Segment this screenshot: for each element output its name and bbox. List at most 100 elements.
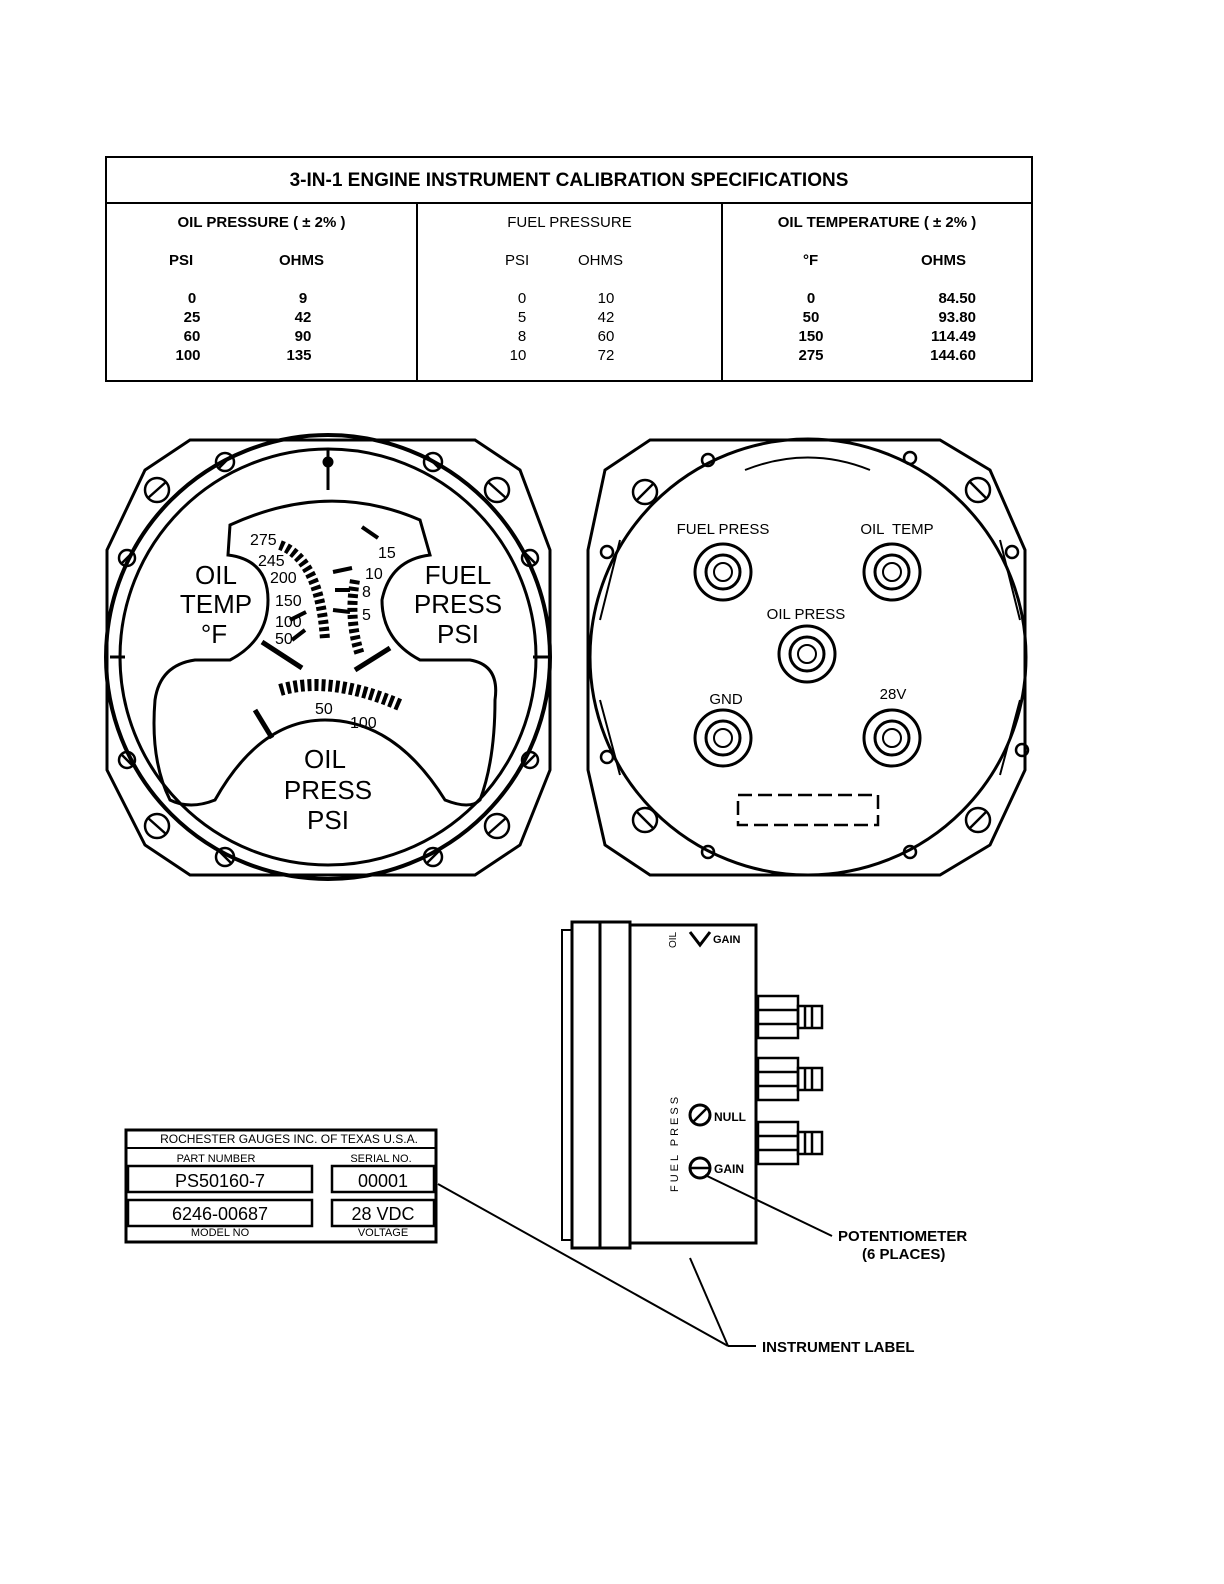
table-cell: 8: [517, 328, 527, 345]
table-cell: 9: [298, 290, 308, 307]
oil-press-scale: [278, 679, 403, 711]
gain-label: GAIN: [714, 1162, 744, 1176]
front-screw-icons: [117, 451, 540, 868]
oil-press-label-3: PSI: [307, 805, 349, 835]
fuel-pressure-psi-header: PSI: [505, 252, 530, 269]
table-cell: 60: [597, 328, 615, 345]
oil-temp-label-1: OIL: [195, 560, 237, 590]
gnd-terminal-label: GND: [709, 691, 743, 708]
terminal-icons: [693, 542, 922, 768]
table-cell: 100: [175, 347, 201, 364]
side-fuel-press-label: FUEL PRESS: [669, 1094, 681, 1192]
tick-marks: [289, 525, 380, 642]
label-leader-2: [437, 1183, 729, 1347]
oil-temperature-column: OIL TEMPERATURE ( ± 2% ) °F OHMS 0 84.50…: [723, 204, 1031, 382]
fuel-press-label-3: PSI: [437, 619, 479, 649]
rear-housing-outline: [586, 438, 1027, 877]
oil-press-label-2: PRESS: [284, 775, 372, 805]
label-plate: [124, 1128, 438, 1244]
table-cell: 10: [597, 290, 615, 307]
table-cell: 144.60: [930, 347, 976, 364]
oil-press-needle: [252, 708, 275, 740]
model-value: 6246-00687: [172, 1204, 268, 1224]
table-cell: 93.80: [938, 309, 976, 326]
table-cell: 275: [798, 347, 824, 364]
table-cell: 10: [509, 347, 527, 364]
oil-temperature-ohms-header: OHMS: [921, 252, 966, 269]
table-cell: 0: [187, 290, 197, 307]
front-outer-ring: [104, 433, 552, 881]
table-cell: 5: [517, 309, 527, 326]
fuel-press-label-2: PRESS: [414, 589, 502, 619]
model-caption: MODEL NO: [191, 1227, 250, 1239]
table-title: 3-IN-1 ENGINE INSTRUMENT CALIBRATION SPE…: [107, 158, 1031, 204]
tick-label: 5: [362, 607, 371, 624]
tick-label: 150: [275, 593, 302, 610]
front-gauge: [104, 433, 552, 881]
top-gain-potentiometer-icon: [688, 931, 712, 948]
oil-temp-terminal-label: OIL TEMP: [860, 521, 933, 538]
table-cell: 42: [597, 309, 615, 326]
table-cell: 84.50: [938, 290, 976, 307]
tick-label: 275: [250, 532, 277, 549]
fuel-pressure-heading: FUEL PRESSURE: [507, 214, 632, 231]
table-cell: 50: [802, 309, 820, 326]
oil-temp-label-2: TEMP: [180, 589, 252, 619]
fuel-pressure-ohms-header: OHMS: [578, 252, 623, 269]
rear-view: [586, 437, 1030, 877]
tick-label: 100: [350, 715, 377, 732]
tick-label: 200: [270, 570, 297, 587]
table-cell: 0: [517, 290, 527, 307]
voltage-value: 28 VDC: [351, 1204, 414, 1224]
table-cell: 114.49: [930, 328, 976, 345]
oil-pressure-heading: OIL PRESSURE ( ± 2% ): [177, 214, 346, 231]
oil-press-terminal-label: OIL PRESS: [767, 606, 846, 623]
part-number-value: PS50160-7: [175, 1171, 265, 1191]
table-cell: 150: [798, 328, 824, 345]
side-oil-label: OIL: [668, 931, 679, 948]
oil-temp-scale: [277, 540, 330, 641]
oil-pressure-ohms-header: OHMS: [279, 252, 324, 269]
serial-value: 00001: [358, 1171, 408, 1191]
rear-screw-icons: [599, 450, 1030, 860]
tick-label: 15: [378, 545, 396, 562]
manufacturer-text: ROCHESTER GAUGES INC. OF TEXAS U.S.A.: [160, 1132, 418, 1146]
potentiometer-leader: [704, 1174, 833, 1237]
table-cell: 0: [806, 290, 816, 307]
potentiometer-callout: POTENTIOMETER: [838, 1228, 967, 1245]
oil-temperature-f-header: °F: [803, 252, 819, 269]
oil-temperature-heading: OIL TEMPERATURE ( ± 2% ): [777, 214, 977, 231]
table-cell: 72: [597, 347, 615, 364]
tick-label: 50: [315, 701, 333, 718]
table-cell: 25: [183, 309, 201, 326]
null-label: NULL: [714, 1110, 746, 1124]
label-leader-1: [689, 1257, 729, 1347]
null-potentiometer-icon: [688, 1103, 712, 1127]
table-cell: 135: [286, 347, 312, 364]
table-cell: 42: [294, 309, 312, 326]
tick-label: 10: [365, 566, 383, 583]
fuel-press-label-1: FUEL: [425, 560, 491, 590]
fuel-scale: [347, 579, 365, 657]
tick-label: 8: [362, 584, 371, 601]
serial-caption: SERIAL NO.: [350, 1153, 411, 1165]
oil-pressure-column: OIL PRESSURE ( ± 2% ) PSI OHMS 0 9 25 42…: [107, 204, 418, 382]
rear-body-ring: [588, 437, 1028, 877]
calibration-spec-table: 3-IN-1 ENGINE INSTRUMENT CALIBRATION SPE…: [105, 156, 1033, 382]
front-dial-face: [152, 499, 498, 807]
connector-icons: [756, 994, 824, 1166]
voltage-caption: VOLTAGE: [358, 1227, 408, 1239]
label-area: [736, 793, 880, 827]
tick-label: 50: [275, 631, 293, 648]
front-bezel-outline: [105, 438, 552, 877]
fuel-press-terminal-label: FUEL PRESS: [677, 521, 770, 538]
part-number-caption: PART NUMBER: [177, 1153, 256, 1165]
table-cell: 90: [294, 328, 312, 345]
oil-pressure-psi-header: PSI: [169, 252, 194, 269]
oil-temp-needle: [260, 639, 304, 671]
side-top-gain-label: GAIN: [713, 934, 741, 946]
table-cell: 60: [183, 328, 201, 345]
instrument-label-callout: INSTRUMENT LABEL: [762, 1339, 915, 1356]
tick-label: 100: [275, 614, 302, 631]
